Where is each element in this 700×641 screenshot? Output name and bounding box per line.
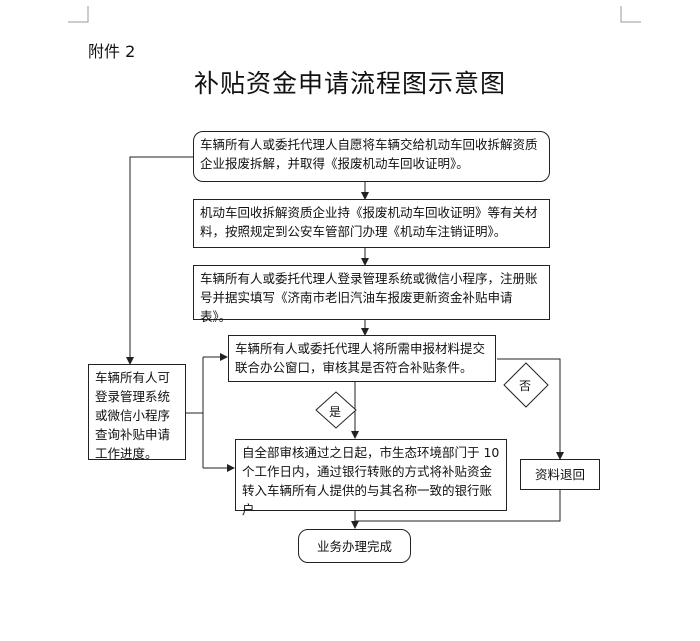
line-reject-done xyxy=(355,490,561,522)
flow-step-2: 机动车回收拆解资质企业持《报废机动车回收证明》等有关材料，按照规定到公安车管部门… xyxy=(193,199,550,248)
arrow-step4-reject xyxy=(497,358,564,460)
yes-diamond xyxy=(315,391,357,429)
no-diamond xyxy=(503,362,549,408)
flow-step-1: 车辆所有人或委托代理人自愿将车辆交给机动车回收拆解资质企业报废拆解，并取得《报废… xyxy=(193,131,550,182)
flow-step-5: 自全部审核通过之日起，市生态环境部门于 10 个工作日内，通过银行转账的方式将补… xyxy=(235,439,507,517)
attachment-label: 附件 2 xyxy=(88,42,136,61)
flow-step-3: 车辆所有人或委托代理人登录管理系统或微信小程序，注册账号并据实填写《济南市老旧汽… xyxy=(193,265,550,324)
yes-label: 是 xyxy=(329,405,342,419)
page-title: 补贴资金申请流程图示意图 xyxy=(193,69,506,98)
flow-step-4: 车辆所有人或委托代理人将所需申报材料提交联合办公窗口，审核其是否符合补贴条件。 xyxy=(228,335,496,382)
query-progress-box: 车辆所有人可登录管理系统或微信小程序查询补贴申请工作进度。 xyxy=(88,364,186,461)
no-label: 否 xyxy=(519,379,532,393)
done-box: 业务办理完成 xyxy=(298,529,411,563)
reject-box: 资料退回 xyxy=(520,459,600,490)
arrow-step1-query xyxy=(126,156,193,365)
